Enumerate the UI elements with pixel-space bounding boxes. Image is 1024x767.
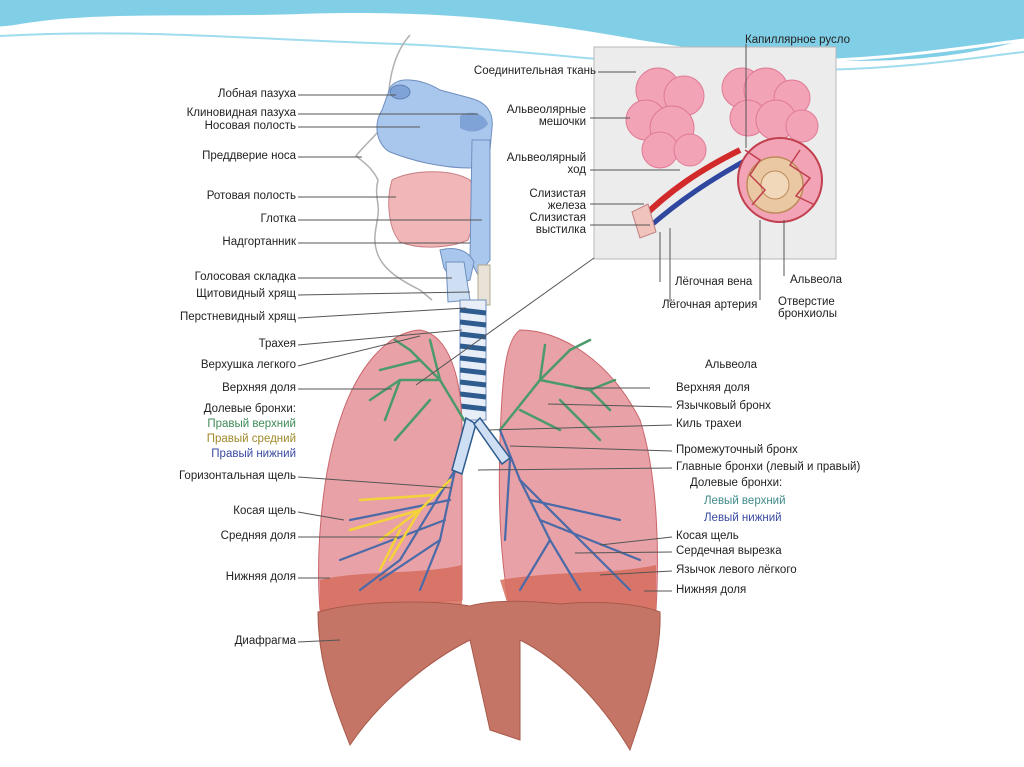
label-pulmonary-vein: Лёгочная вена [675, 276, 752, 289]
label-lower-lobe-left: Нижняя доля [676, 584, 746, 597]
label-right-upper: Правый верхний [150, 418, 296, 431]
label-alveola-inset: Альвеола [790, 274, 842, 287]
label-frontal-sinus: Лобная пазуха [160, 88, 296, 101]
label-trachea: Трахея [150, 338, 296, 351]
left-lung [499, 330, 657, 612]
label-diaphragm: Диафрагма [150, 635, 296, 648]
label-cricoid-cartilage: Перстневидный хрящ [150, 311, 296, 324]
label-horizontal-fissure: Горизонтальная щель [150, 470, 296, 483]
label-oral-cavity: Ротовая полость [150, 190, 296, 203]
label-pharynx: Глотка [150, 213, 296, 226]
header-wave [0, 0, 1024, 70]
label-lingular-bronchus: Язычковый бронх [676, 400, 771, 413]
capillary-network [738, 138, 822, 222]
label-lobar-bronchi-right: Долевые бронхи: [150, 403, 296, 416]
label-oblique-fissure-left: Косая щель [676, 530, 739, 543]
label-capillary-bed: Капиллярное русло [745, 34, 850, 47]
right-lung [319, 330, 462, 612]
label-vocal-fold: Голосовая складка [150, 271, 296, 284]
trachea [460, 300, 486, 420]
label-upper-lobe-right: Верхняя доля [150, 382, 296, 395]
diaphragm [318, 601, 660, 750]
label-upper-lobe-left: Верхняя доля [676, 382, 750, 395]
label-cardiac-notch: Сердечная вырезка [676, 545, 782, 558]
label-lobar-bronchi-left: Долевые бронхи: [690, 477, 782, 490]
label-alveola: Альвеола [705, 359, 757, 372]
label-oblique-fissure-right: Косая щель [150, 505, 296, 518]
label-middle-lobe: Средняя доля [150, 530, 296, 543]
label-epiglottis: Надгортанник [150, 236, 296, 249]
label-nasal-cavity: Носовая полость [150, 120, 296, 133]
label-left-upper: Левый верхний [704, 495, 786, 508]
label-right-lower: Правый нижний [150, 448, 296, 461]
label-mucous-lining-2: выстилка [470, 224, 586, 237]
label-left-lower: Левый нижний [704, 512, 782, 525]
label-connective-tissue: Соединительная ткань [440, 65, 596, 78]
label-thyroid-cartilage: Щитовидный хрящ [150, 288, 296, 301]
label-lingula: Язычок левого лёгкого [676, 564, 797, 577]
alveoli-inset [594, 47, 836, 259]
label-bronchiole-opening-2: бронхиолы [778, 308, 837, 321]
label-nasal-vestibule: Преддверие носа [150, 150, 296, 163]
label-intermediate-bronchus: Промежуточный бронх [676, 444, 798, 457]
label-carina: Киль трахеи [676, 418, 742, 431]
label-main-bronchi: Главные бронхи (левый и правый) [676, 461, 860, 474]
label-sphenoid-sinus: Клиновидная пазуха [150, 107, 296, 120]
head-outline [356, 35, 432, 300]
label-alveolar-sacs-2: мешочки [470, 116, 586, 129]
label-pulmonary-artery: Лёгочная артерия [662, 299, 757, 312]
label-alveolar-duct-2: ход [470, 164, 586, 177]
label-lower-lobe-right: Нижняя доля [150, 571, 296, 584]
label-lung-apex: Верхушка легкого [150, 359, 296, 372]
label-right-middle: Правый средний [150, 433, 296, 446]
